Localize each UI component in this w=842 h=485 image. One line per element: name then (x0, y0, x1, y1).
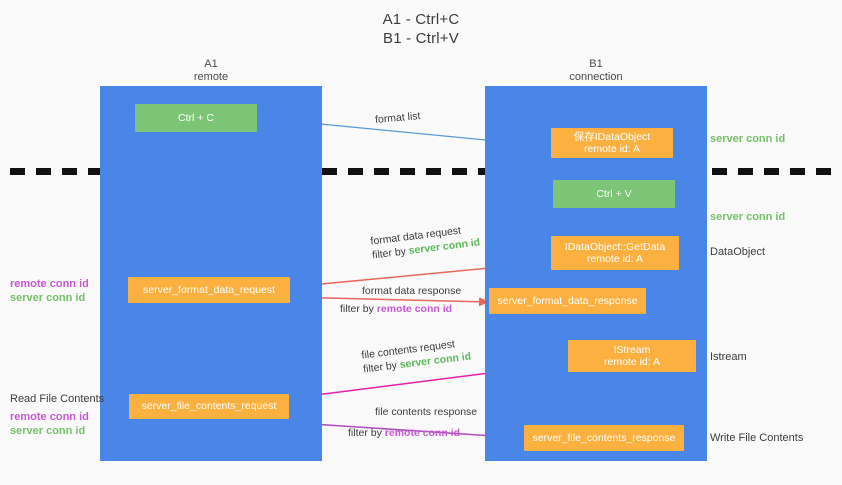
node-istream[interactable]: IStream remote id: A (568, 340, 696, 372)
label-remote-conn-id-2: remote conn id (10, 411, 89, 423)
lane-header-b1: B1 connection (485, 58, 707, 84)
node-server-format-data-request-label: server_format_data_request (143, 283, 275, 296)
label-conn-ids-format: remote conn id server conn id (10, 277, 89, 305)
node-server-format-data-response[interactable]: server_format_data_response (489, 288, 646, 314)
edge-note-format-data-response-filter: filter by remote conn id (340, 302, 461, 316)
node-server-format-data-request[interactable]: server_format_data_request (128, 277, 290, 303)
node-server-file-contents-request-label: server_file_contents_request (141, 400, 277, 413)
title-line-2: B1 - Ctrl+V (383, 30, 459, 47)
label-remote-conn-id-1: remote conn id (10, 278, 89, 290)
page-title: A1 - Ctrl+C B1 - Ctrl+V (0, 10, 842, 48)
node-server-file-contents-response[interactable]: server_file_contents_response (524, 425, 684, 451)
node-ctrl-c-label: Ctrl + C (178, 111, 214, 124)
node-server-format-data-response-label: server_format_data_response (497, 294, 638, 307)
filter-value-remote-conn-id: remote conn id (376, 303, 453, 315)
lane-a1-subtitle: remote (193, 71, 229, 83)
edge-note-file-contents-response: file contents response filter by remote … (348, 405, 478, 440)
node-istream-remote-id: remote id: A (603, 356, 661, 368)
filter-value-remote-conn-id: remote conn id (384, 427, 461, 439)
filter-prefix: filter by (340, 303, 377, 315)
label-write-file-contents: Write File Contents (710, 432, 804, 444)
label-dataobject: DataObject (710, 246, 766, 258)
node-idataobject-getdata-remote-id: remote id: A (586, 253, 644, 265)
node-server-file-contents-request[interactable]: server_file_contents_request (129, 394, 289, 419)
title-line-1: A1 - Ctrl+C (382, 11, 460, 28)
node-server-file-contents-response-label: server_file_contents_response (532, 431, 676, 444)
lane-a1-title: A1 (204, 58, 218, 70)
lane-b1-title: B1 (589, 58, 603, 70)
edge-note-file-contents-response-title: file contents response (375, 406, 478, 418)
edge-note-file-contents-response-filter: filter by remote conn id (348, 426, 477, 440)
filter-prefix: filter by (348, 427, 385, 439)
node-idataobject-getdata[interactable]: IDataObject::GetData remote id: A (551, 236, 679, 270)
node-ctrl-v[interactable]: Ctrl + V (553, 180, 675, 208)
lane-b1-subtitle: connection (569, 71, 623, 83)
edge-note-format-data-response-title: format data response (362, 285, 462, 297)
node-istream-label: IStream (613, 343, 651, 356)
label-server-conn-id-2: server conn id (10, 425, 86, 437)
label-read-file-contents-group: Read File Contents remote conn id server… (10, 392, 104, 438)
lane-header-a1: A1 remote (100, 58, 322, 84)
label-server-conn-id-mid: server conn id (710, 211, 786, 223)
label-read-file-contents: Read File Contents (10, 393, 105, 405)
node-store-idataobject-remote-id: remote id: A (583, 143, 641, 155)
edge-note-format-list-text: format list (374, 110, 421, 126)
node-ctrl-v-label: Ctrl + V (596, 187, 632, 200)
edge-note-format-data-response: format data response filter by remote co… (340, 284, 462, 316)
label-server-conn-id-top: server conn id (710, 133, 786, 145)
node-ctrl-c[interactable]: Ctrl + C (135, 104, 257, 132)
label-istream: Istream (710, 351, 747, 363)
node-store-idataobject[interactable]: 保存IDataObject remote id: A (551, 128, 673, 158)
label-server-conn-id-1: server conn id (10, 292, 86, 304)
node-idataobject-getdata-label: IDataObject::GetData (564, 240, 666, 253)
node-store-idataobject-label: 保存IDataObject (573, 130, 651, 143)
